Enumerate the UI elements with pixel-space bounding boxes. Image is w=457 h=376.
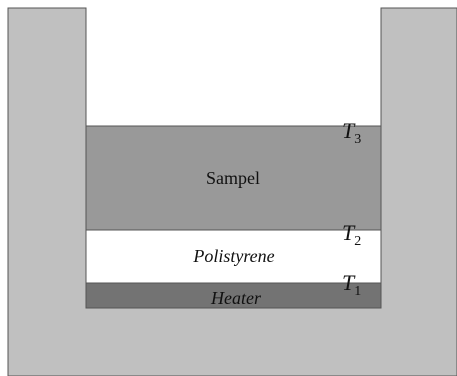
heater-label: Heater [210,288,262,308]
polystyrene-label: Polistyrene [192,246,274,266]
temperature-label-t1: T1 [342,270,361,299]
heater-layer [85,282,382,309]
container-walls [7,7,457,376]
t2-subscript: 2 [354,234,361,249]
t3-symbol: T [342,118,356,143]
sample-label: Sampel [206,168,260,188]
t3-subscript: 3 [354,132,361,147]
t1-symbol: T [342,270,356,295]
temperature-label-t3: T3 [342,118,361,147]
t2-symbol: T [342,220,356,245]
sample-layer [85,125,382,231]
polystyrene-layer [85,229,382,284]
t1-subscript: 1 [354,284,361,299]
temperature-label-t2: T2 [342,220,361,249]
